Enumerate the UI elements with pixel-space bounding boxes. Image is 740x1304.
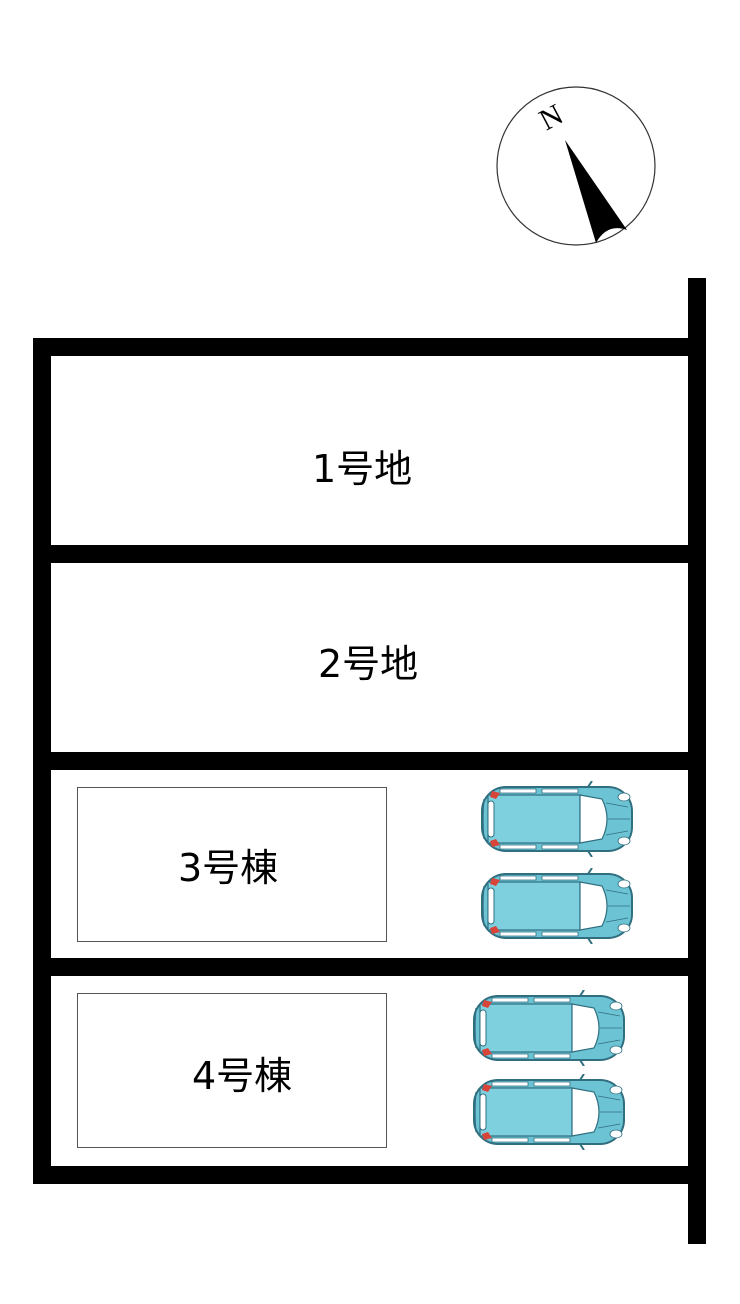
car-icon [473,1074,625,1150]
car-icon [481,781,633,857]
divider-2-3 [33,752,706,770]
boundary-bottom [33,1166,706,1184]
lot-4-label: 4号棟 [192,1054,293,1098]
lot-3-label: 3号棟 [178,846,279,890]
divider-1-2 [33,545,706,563]
compass: N [496,86,656,246]
building-3-footprint [77,787,387,942]
north-arrow-icon [565,140,627,243]
car-icon [473,990,625,1066]
lot-1-label: 1号地 [312,447,413,491]
building-4-footprint [77,993,387,1148]
lot-2-label: 2号地 [318,642,419,686]
car-icon [481,868,633,944]
divider-3-4 [33,958,706,976]
boundary-top [33,338,706,356]
